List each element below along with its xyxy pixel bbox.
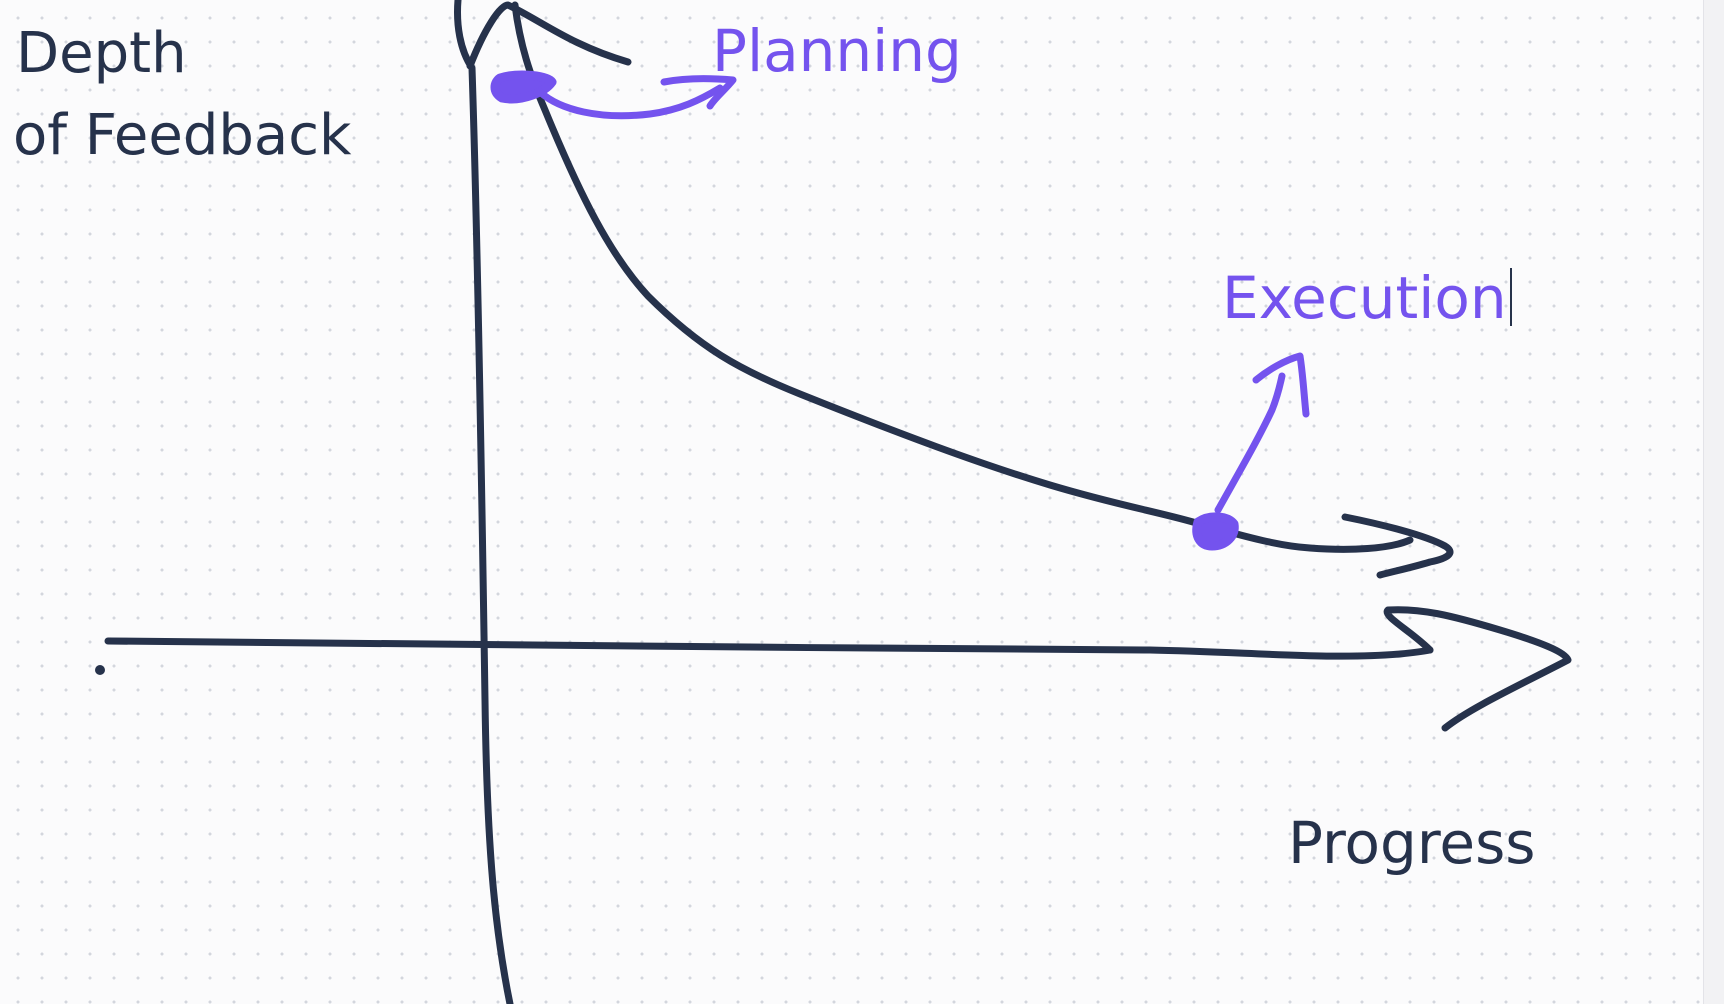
planning-pointer-arrowhead	[660, 75, 737, 110]
y-axis-label-line2: of Feedback	[13, 103, 352, 168]
execution-label-container[interactable]: Execution	[1222, 268, 1512, 327]
execution-pointer-arrowhead	[1252, 352, 1310, 418]
x-axis	[104, 637, 1434, 660]
planning-marker	[490, 70, 557, 104]
execution-marker	[1192, 512, 1239, 551]
y-axis	[454, 0, 514, 1004]
feedback-curve-main	[511, 1, 1414, 553]
planning-pointer	[536, 84, 724, 120]
feedback-curve-arrowhead	[1341, 513, 1454, 579]
execution-label[interactable]: Execution	[1222, 264, 1507, 332]
text-cursor	[1509, 268, 1512, 326]
y-axis-label-line1: Depth	[16, 21, 187, 86]
stray-dot	[95, 665, 105, 675]
execution-pointer	[1214, 372, 1286, 514]
planning-label[interactable]: Planning	[712, 17, 962, 85]
x-axis-label: Progress	[1288, 809, 1536, 877]
canvas-edge	[1703, 0, 1724, 1004]
feedback-curve	[466, 1, 632, 70]
x-axis-arrowhead	[1383, 606, 1572, 732]
